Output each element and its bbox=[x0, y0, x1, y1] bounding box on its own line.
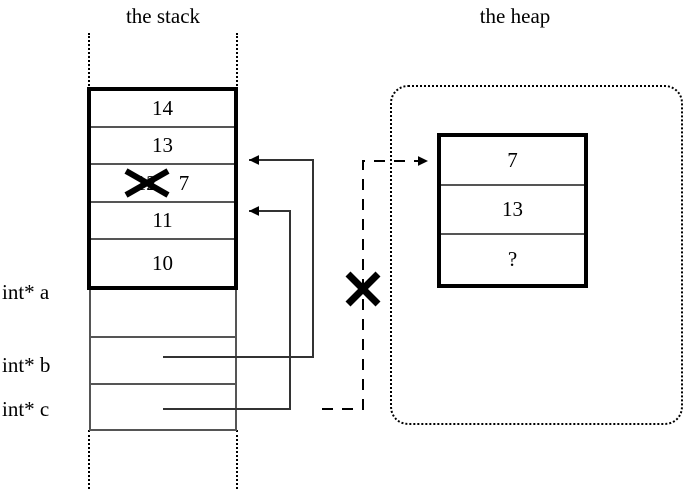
variable-label-a: int* a bbox=[2, 280, 50, 304]
heap-cell: 13 bbox=[441, 186, 584, 235]
heap-cell: ? bbox=[441, 235, 584, 284]
heap-cell-value: ? bbox=[507, 247, 518, 271]
heap-cell: 7 bbox=[441, 137, 584, 186]
variable-label-c: int* c bbox=[2, 397, 50, 421]
stack-cell: 11 bbox=[91, 203, 234, 240]
stack-guide-line-left-bottom bbox=[88, 430, 90, 489]
stack-cell-overwritten: 12 7 bbox=[91, 165, 234, 203]
stack-cell-empty bbox=[91, 385, 235, 431]
overwrite-group: 12 7 bbox=[91, 168, 234, 198]
heap-cell-value: 7 bbox=[507, 148, 518, 172]
old-value-text: 12 bbox=[135, 170, 157, 195]
stack-guide-line-right-top bbox=[236, 33, 238, 89]
stack-cell-value: 10 bbox=[152, 250, 173, 275]
x-invalid-icon bbox=[345, 271, 381, 307]
heap-block: 7 13 ? bbox=[437, 133, 588, 288]
stack-cell-value: 14 bbox=[152, 96, 173, 120]
stack-cell-empty bbox=[91, 338, 235, 385]
stack-guide-line-left-top bbox=[88, 33, 90, 89]
stack-frame: 14 13 12 7 11 10 bbox=[87, 87, 238, 290]
stack-guide-line-right-bottom bbox=[236, 430, 238, 489]
variable-label-b: int* b bbox=[2, 353, 51, 377]
heap-cell-value: 13 bbox=[502, 197, 523, 221]
stack-cell: 13 bbox=[91, 128, 234, 165]
stack-cell-empty bbox=[91, 290, 235, 338]
stack-cell: 14 bbox=[91, 91, 234, 128]
stack-unused-slots bbox=[89, 290, 237, 431]
stack-region-title: the stack bbox=[125, 4, 201, 28]
stack-cell-value: 11 bbox=[152, 208, 173, 232]
stack-cell-old-value: 12 bbox=[124, 168, 170, 198]
stack-cell-value: 13 bbox=[152, 133, 173, 157]
heap-region-title: the heap bbox=[479, 4, 551, 28]
stack-cell: 10 bbox=[91, 240, 234, 286]
stack-cell-new-value: 7 bbox=[178, 170, 190, 195]
